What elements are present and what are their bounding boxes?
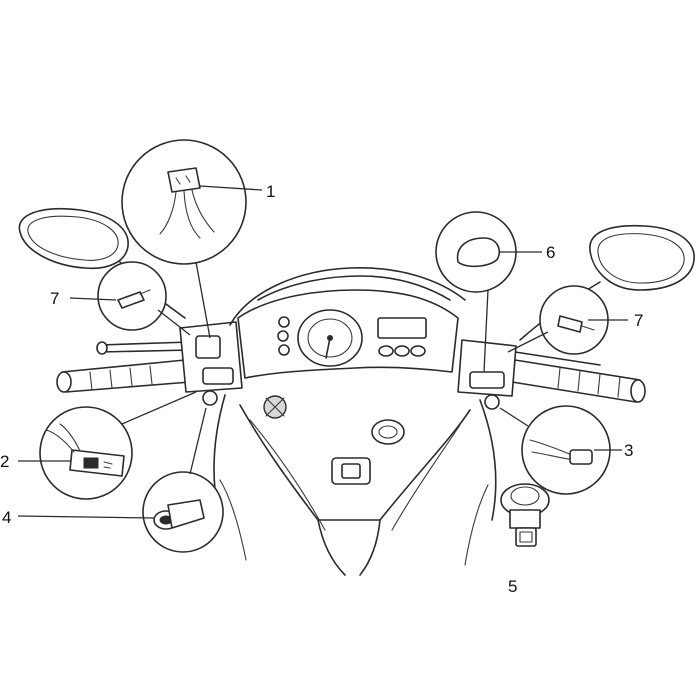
callout-5: 5 (508, 577, 517, 596)
leader-lines (121, 261, 549, 475)
callout-3: 3 (624, 441, 633, 460)
left-switch-housing (179, 321, 243, 406)
callout-1: 1 (266, 182, 275, 201)
detail-circle-1 (121, 139, 263, 265)
detail-circle-7-left (69, 261, 167, 331)
dashboard-cowl (229, 267, 466, 379)
right-switch-housing (457, 339, 517, 410)
front-body (213, 394, 497, 576)
callout-2: 2 (0, 452, 9, 471)
detail-circle-7-right (539, 285, 628, 355)
callout-6: 6 (546, 243, 555, 262)
detail-circle-4 (17, 471, 224, 553)
callout-7-right: 7 (634, 311, 643, 330)
callouts: 1 2 3 4 5 6 7 7 (0, 182, 643, 596)
detail-circle-6 (435, 211, 542, 293)
left-handlebar (56, 341, 191, 393)
detail-circle-3 (521, 405, 622, 495)
detail-circle-2 (18, 406, 133, 500)
ignition-switch-part (500, 483, 550, 547)
callout-7-left: 7 (50, 289, 59, 308)
callout-4: 4 (2, 508, 11, 527)
right-handlebar (511, 351, 646, 403)
